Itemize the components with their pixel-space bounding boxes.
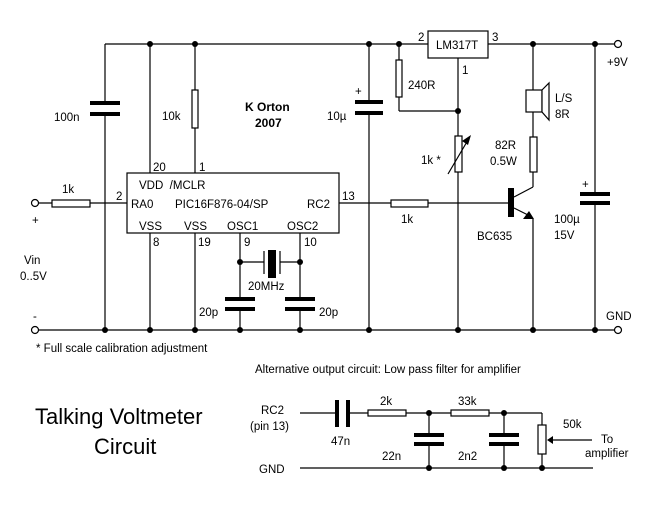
pic-part-number: PIC16F876-04/SP bbox=[175, 199, 269, 211]
resistor-82r bbox=[529, 136, 538, 173]
pin-number: 19 bbox=[198, 237, 211, 249]
ground-label: GND bbox=[606, 311, 632, 323]
vin-range-label: 0..5V bbox=[20, 271, 47, 283]
pic-top-pins: VDD /MCLR bbox=[139, 180, 205, 192]
capacitor-20p-label: 20p bbox=[199, 307, 218, 319]
author-year: 2007 bbox=[255, 116, 282, 130]
pic-osc2: OSC2 bbox=[287, 221, 318, 233]
low-pass-filter bbox=[300, 400, 593, 471]
regulator-lm317t: LM317T bbox=[427, 30, 489, 59]
pin-number: 13 bbox=[342, 191, 355, 203]
pic-rc2: RC2 bbox=[307, 199, 330, 211]
ground-rail bbox=[30, 325, 623, 335]
capacitor-2n2-label: 2n2 bbox=[458, 451, 477, 463]
capacitor-10u-label: 10µ bbox=[327, 111, 347, 123]
resistor-10k-label: 10k bbox=[162, 111, 181, 123]
supply-label: +9V bbox=[607, 57, 628, 69]
supply-terminal bbox=[613, 39, 623, 49]
polarity-mark: + bbox=[582, 179, 589, 191]
crystal-icon bbox=[268, 250, 276, 278]
pic-ra0: RA0 bbox=[131, 199, 153, 211]
capacitor-22n-label: 22n bbox=[382, 451, 401, 463]
regulator-label: LM317T bbox=[436, 40, 478, 52]
calibration-pot[interactable] bbox=[447, 58, 471, 330]
pin-number: 9 bbox=[244, 237, 250, 249]
pin-number: 3 bbox=[492, 32, 498, 44]
pin-number: 1 bbox=[462, 65, 468, 77]
pin-number: 1 bbox=[199, 162, 205, 174]
capacitor-100n bbox=[90, 44, 120, 330]
capacitor-10u bbox=[355, 44, 383, 330]
pin-number: 20 bbox=[153, 162, 166, 174]
filter-gnd-label: GND bbox=[259, 464, 285, 476]
resistor-33k-label: 33k bbox=[458, 396, 477, 408]
resistor-82r-label: 82R bbox=[495, 140, 516, 152]
calibration-pot-label: 1k * bbox=[421, 155, 441, 167]
filter-input-pin: (pin 13) bbox=[250, 421, 289, 433]
resistor-82r-rating: 0.5W bbox=[490, 156, 517, 168]
input-resistor-label: 1k bbox=[62, 184, 74, 196]
resistor-240r bbox=[395, 44, 458, 112]
author-name: K Orton bbox=[245, 100, 290, 114]
oscillator-circuit bbox=[225, 233, 315, 330]
pin-number: 2 bbox=[418, 32, 424, 44]
filter-output-label: To bbox=[601, 434, 613, 446]
vin-label: Vin bbox=[24, 255, 40, 267]
volume-pot bbox=[537, 424, 547, 455]
input-minus-label: - bbox=[33, 311, 37, 323]
pic-vss1: VSS bbox=[139, 221, 162, 233]
diagram-subtitle: Circuit bbox=[94, 434, 156, 459]
base-resistor-label: 1k bbox=[401, 214, 413, 226]
ground-terminal bbox=[613, 325, 623, 335]
capacitor-100u-label: 100µ bbox=[554, 214, 580, 226]
capacitor-47n-label: 47n bbox=[331, 436, 350, 448]
speaker-impedance: 8R bbox=[555, 109, 570, 121]
transistor-bc635 bbox=[508, 186, 534, 330]
capacitor-20p-label: 20p bbox=[319, 307, 338, 319]
pic-microcontroller: VDD /MCLR RA0 PIC16F876-04/SP RC2 VSS VS… bbox=[126, 172, 340, 234]
filter-input-label: RC2 bbox=[261, 405, 284, 417]
resistor-240r-label: 240R bbox=[408, 80, 436, 92]
capacitor-100u bbox=[580, 44, 610, 330]
capacitor-100n-label: 100n bbox=[54, 112, 80, 124]
crystal-label: 20MHz bbox=[248, 281, 285, 293]
speaker-label: L/S bbox=[555, 93, 573, 105]
polarity-mark: + bbox=[355, 86, 362, 98]
transistor-label: BC635 bbox=[477, 231, 512, 243]
filter-output-label-2: amplifier bbox=[585, 448, 629, 460]
resistor-10k bbox=[191, 44, 199, 173]
pin-number: 2 bbox=[116, 191, 122, 203]
pin-number: 8 bbox=[153, 237, 159, 249]
diagram-title: Talking Voltmeter bbox=[35, 404, 203, 429]
pic-osc1: OSC1 bbox=[227, 221, 258, 233]
resistor-2k-label: 2k bbox=[380, 396, 392, 408]
speaker bbox=[525, 44, 550, 187]
input-plus-label: + bbox=[32, 215, 39, 227]
supply-rail bbox=[105, 39, 623, 49]
pot-50k-label: 50k bbox=[563, 419, 582, 431]
filter-heading: Alternative output circuit: Low pass fil… bbox=[255, 364, 521, 376]
input-resistor-1k bbox=[30, 198, 127, 208]
base-resistor-1k bbox=[339, 199, 508, 208]
footnote: * Full scale calibration adjustment bbox=[36, 343, 208, 355]
input-minus-terminal bbox=[30, 325, 40, 335]
pin-number: 10 bbox=[304, 237, 317, 249]
capacitor-100u-rating: 15V bbox=[554, 230, 575, 242]
pic-vss2: VSS bbox=[184, 221, 207, 233]
